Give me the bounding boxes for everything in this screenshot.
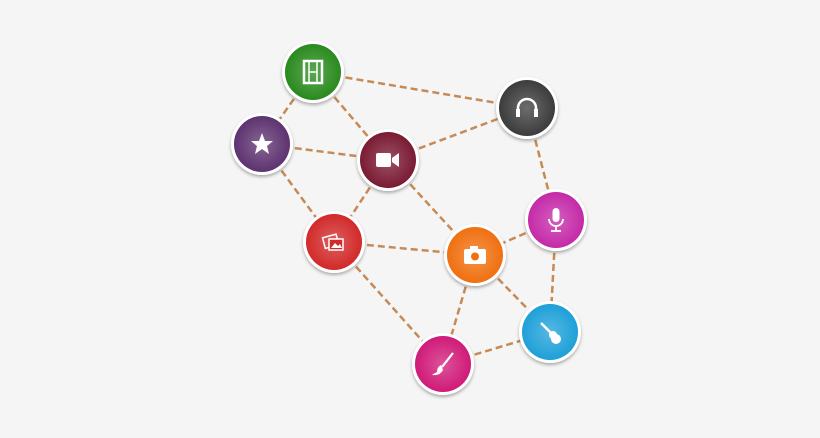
- edge-headphones-mic: [525, 107, 558, 221]
- node-film[interactable]: [282, 41, 344, 103]
- headphones-icon: [516, 97, 538, 117]
- star-icon: [251, 133, 273, 154]
- node-guitar[interactable]: [519, 301, 581, 363]
- film-icon: [302, 59, 324, 85]
- node-image[interactable]: [303, 211, 365, 273]
- node-mic[interactable]: [525, 189, 587, 251]
- node-brush[interactable]: [412, 333, 474, 395]
- guitar-icon: [540, 322, 561, 344]
- edge-film-headphones: [312, 70, 528, 110]
- node-star[interactable]: [231, 113, 293, 175]
- node-video[interactable]: [357, 129, 419, 191]
- video-camera-icon: [376, 153, 399, 167]
- microphone-icon: [548, 208, 564, 232]
- edge-film-video: [312, 71, 389, 161]
- images-icon: [321, 233, 344, 251]
- paintbrush-icon: [432, 352, 454, 376]
- node-headphones[interactable]: [496, 77, 558, 139]
- node-camera[interactable]: [444, 224, 506, 286]
- camera-icon: [464, 246, 486, 264]
